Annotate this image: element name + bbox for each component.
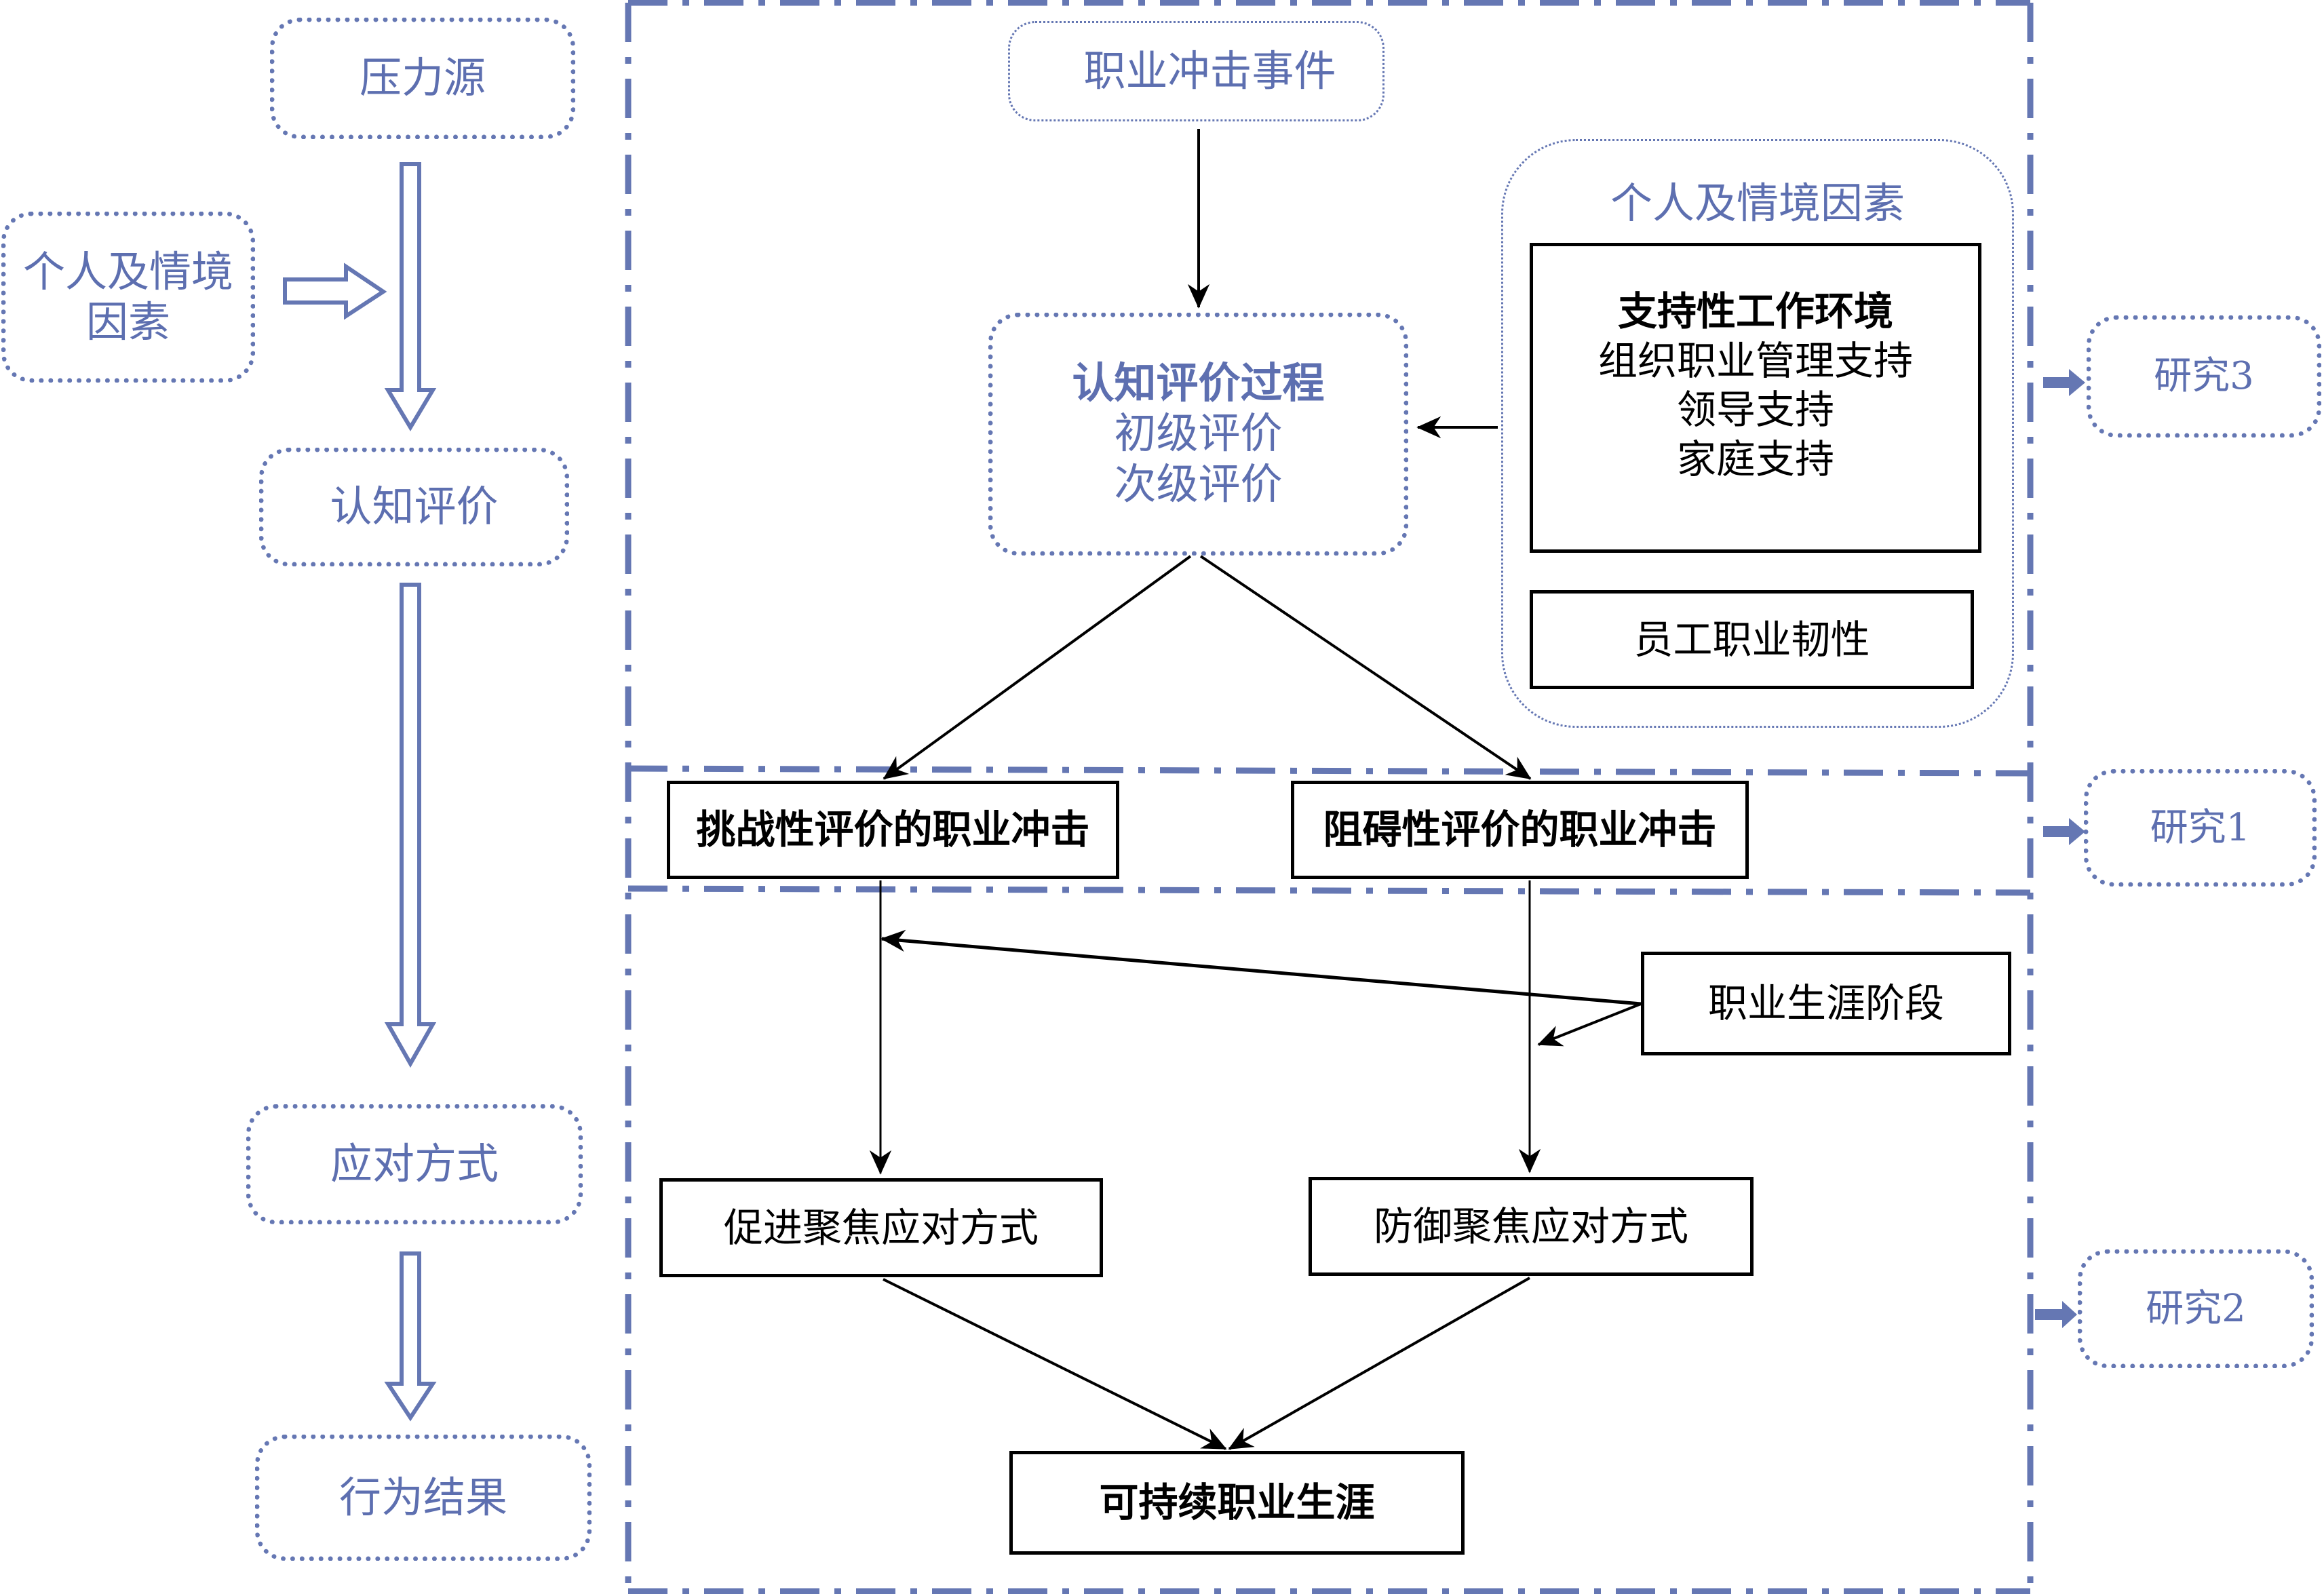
study2-node: 研究2 [2078,1249,2314,1368]
study3-node: 研究3 [2087,315,2321,438]
study1-node: 研究1 [2084,769,2317,887]
frame-divider-1 [627,765,2031,777]
personal-situational-line1: 个人及情境 [22,246,233,296]
prevention-coping-label: 防御聚焦应对方式 [1373,1203,1688,1249]
arrow-to-study3 [2043,369,2085,396]
appraisal-process-title: 认知评价过程 [1072,358,1325,408]
career-stage-label: 职业生涯阶段 [1707,980,1944,1027]
study-frame [625,0,2034,1594]
career-stage-box: 职业生涯阶段 [1641,952,2011,1055]
hollow-arrow-down-3 [384,1251,437,1422]
family-support: 家庭支持 [1676,435,1834,482]
arrow-appraisal-to-challenge [883,555,1192,780]
secondary-appraisal: 次级评价 [1114,459,1283,509]
stressor-node: 压力源 [270,18,575,139]
challenge-shock-label: 挑战性评价的职业冲击 [696,806,1090,853]
left-flow-arrows [283,162,437,1422]
factors-group: 个人及情境因素 [1501,139,2014,728]
frame-divider-2 [627,885,2031,896]
promotion-coping-box: 促进聚焦应对方式 [659,1178,1103,1277]
coping-label: 应对方式 [330,1139,499,1189]
arrow-appraisal-to-hindrance [1199,555,1532,780]
study1-label: 研究1 [2150,805,2251,850]
prevention-coping-box: 防御聚焦应对方式 [1309,1177,1754,1276]
sustainable-career-label: 可持续职业生涯 [1099,1479,1375,1526]
hollow-arrow-down-1 [384,162,437,431]
org-career-support: 组织职业管理支持 [1597,337,1913,384]
hollow-arrow-right [283,263,387,320]
hindrance-shock-label: 阻碍性评价的职业冲击 [1323,806,1717,853]
cognitive-appraisal-label: 认知评价 [330,482,499,532]
personal-situational-node: 个人及情境 因素 [1,212,255,383]
arrow-stage-to-challenge-path [880,929,1642,1006]
challenge-shock-box: 挑战性评价的职业冲击 [667,781,1119,879]
hollow-arrow-down-2 [384,583,437,1068]
study2-label: 研究2 [2146,1286,2246,1331]
arrow-to-study1 [2043,818,2085,845]
career-resilience-label: 员工职业韧性 [1633,616,1870,663]
coping-node: 应对方式 [246,1104,583,1224]
arrow-promotion-to-outcome [883,1278,1227,1450]
leader-support: 领导支持 [1676,387,1834,433]
cognitive-appraisal-node: 认知评价 [259,448,569,566]
primary-appraisal: 初级评价 [1114,408,1283,459]
behavior-outcome-node: 行为结果 [255,1435,592,1561]
factors-group-title: 个人及情境因素 [1610,178,1905,228]
sustainable-career-box: 可持续职业生涯 [1009,1451,1465,1555]
black-connectors [869,129,1642,1450]
arrow-prevention-to-outcome [1228,1277,1530,1450]
study-pointer-arrows [2035,369,2085,1328]
behavior-outcome-label: 行为结果 [338,1472,507,1522]
shock-event-node: 职业冲击事件 [1008,21,1384,121]
supportive-environment-title: 支持性工作环境 [1617,288,1893,334]
shock-event-label: 职业冲击事件 [1083,45,1336,96]
personal-situational-line2: 因素 [85,297,170,347]
arrow-stage-to-hindrance-path [1537,1003,1642,1047]
study3-label: 研究3 [2154,354,2254,399]
appraisal-process-node: 认知评价过程 初级评价 次级评价 [988,313,1408,556]
arrow-to-study2 [2035,1301,2077,1328]
stressor-label: 压力源 [359,53,486,103]
supportive-environment-box: 支持性工作环境 组织职业管理支持 领导支持 家庭支持 [1530,243,1981,553]
career-resilience-box: 员工职业韧性 [1530,590,1974,689]
hindrance-shock-box: 阻碍性评价的职业冲击 [1291,781,1749,879]
promotion-coping-label: 促进聚焦应对方式 [723,1204,1039,1251]
